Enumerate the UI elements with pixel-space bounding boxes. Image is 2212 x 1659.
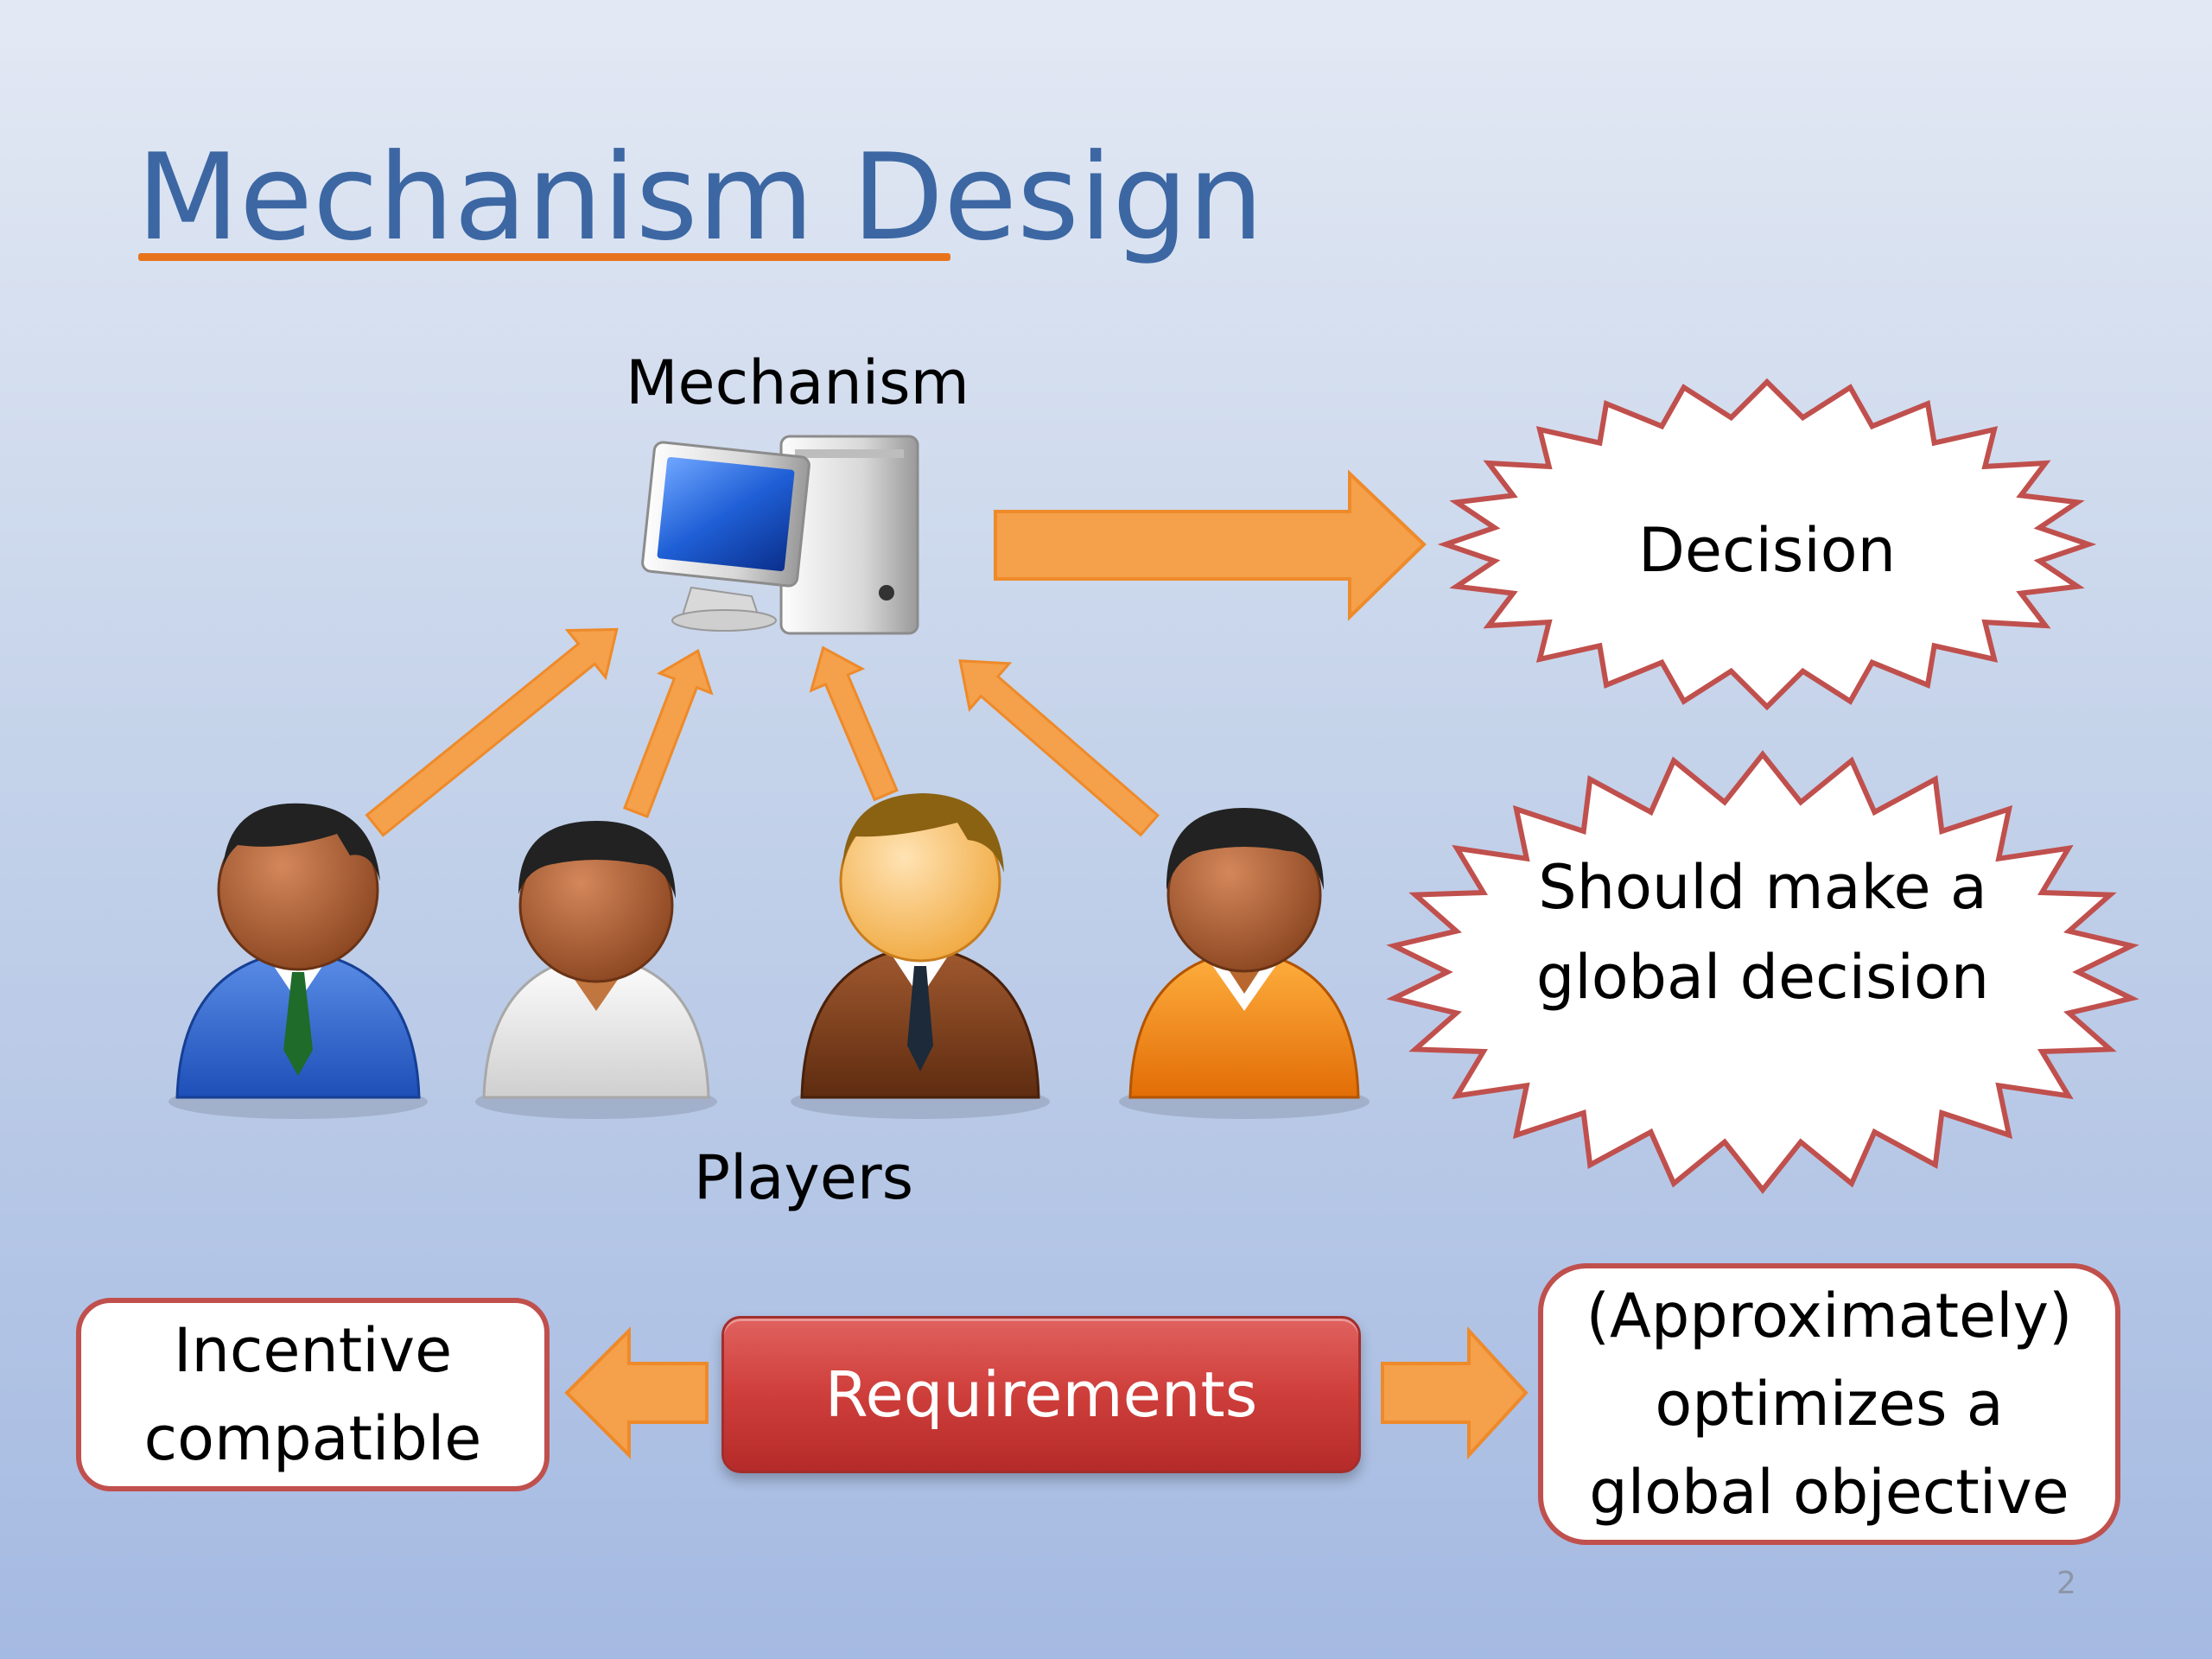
incentive-compatible-box: Incentive compatible — [76, 1298, 550, 1491]
player-blue-suit-icon — [168, 803, 428, 1119]
player-orange-shirt-icon — [1119, 808, 1370, 1119]
arrow-to-decision — [994, 469, 1427, 621]
player-arrows — [365, 627, 1160, 837]
page-number: 2 — [2056, 1566, 2076, 1601]
mechanism-label: Mechanism — [626, 347, 969, 418]
decision-text: Decision — [1637, 515, 1896, 586]
slide-title: Mechanism Design — [137, 128, 1264, 267]
requirements-button[interactable]: Requirements — [721, 1316, 1361, 1473]
player-brown-suit-icon — [791, 793, 1050, 1119]
arrow-player-3 — [809, 645, 899, 802]
players-label: Players — [693, 1142, 914, 1213]
title-underline — [138, 253, 950, 261]
arrow-to-objective — [1381, 1325, 1529, 1460]
computer-icon — [641, 435, 919, 635]
incentive-compatible-text: Incentive compatible — [143, 1315, 482, 1474]
arrow-player-4 — [958, 659, 1160, 837]
player-white-shirt-icon — [475, 821, 717, 1119]
arrow-player-1 — [365, 627, 619, 837]
global-objective-text: (Approximately) optimizes a global objec… — [1586, 1281, 2073, 1528]
global-decision-text: Should make a global decision — [1535, 852, 1990, 1013]
global-decision-burst — [1386, 750, 2139, 1194]
global-objective-box: (Approximately) optimizes a global objec… — [1538, 1263, 2120, 1545]
arrow-player-2 — [622, 649, 714, 818]
arrow-to-incentive — [564, 1326, 709, 1459]
decision-burst — [1437, 378, 2097, 711]
